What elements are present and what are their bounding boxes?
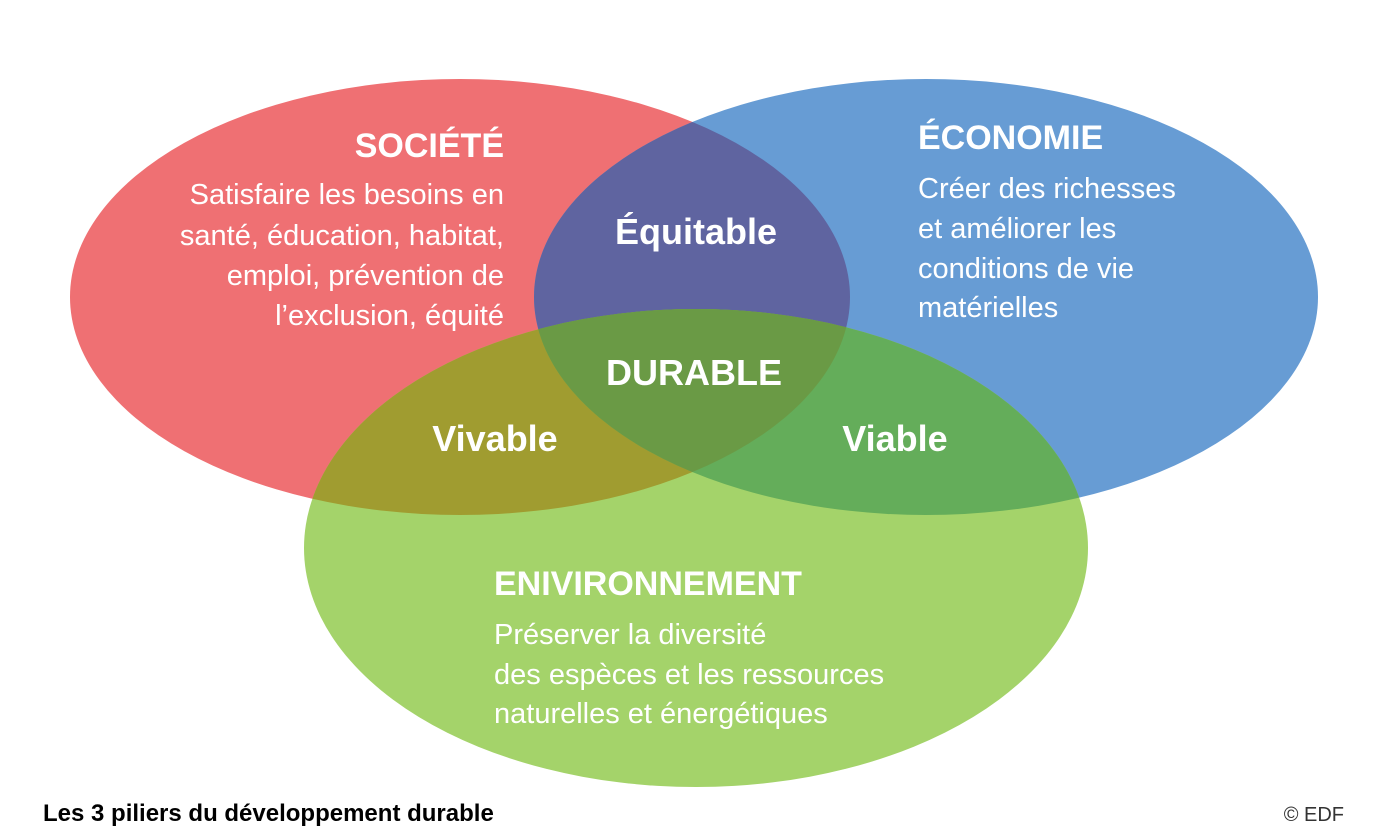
environnement-desc-line: Préserver la diversité <box>494 619 766 651</box>
societe-desc-line: l’exclusion, équité <box>275 300 504 332</box>
vivable-label: Vivable <box>432 418 557 459</box>
durable-label: DURABLE <box>606 352 782 393</box>
societe-desc-line: santé, éducation, habitat, <box>180 220 504 252</box>
societe-desc-line: emploi, prévention de <box>227 260 504 292</box>
equitable-label: Équitable <box>615 211 777 252</box>
figure-caption: Les 3 piliers du développement durable <box>43 800 494 827</box>
environnement-desc-line: des espèces et les ressources <box>494 659 884 691</box>
viable-region <box>534 309 1088 515</box>
environnement-title: ENIVIRONNEMENT <box>494 565 802 603</box>
economie-desc-line: matérielles <box>918 292 1058 324</box>
societe-title: SOCIÉTÉ <box>355 127 504 165</box>
environnement-desc-line: naturelles et énergétiques <box>494 698 828 730</box>
economie-desc-line: et améliorer les <box>918 213 1116 245</box>
societe-desc-line: Satisfaire les besoins en <box>190 179 504 211</box>
economie-desc-line: conditions de vie <box>918 253 1134 285</box>
economie-desc-line: Créer des richesses <box>918 173 1176 205</box>
vivable-region <box>304 309 850 515</box>
viable-label: Viable <box>842 418 947 459</box>
copyright-credit: © EDF <box>1283 804 1344 826</box>
economie-title: ÉCONOMIE <box>918 119 1103 157</box>
